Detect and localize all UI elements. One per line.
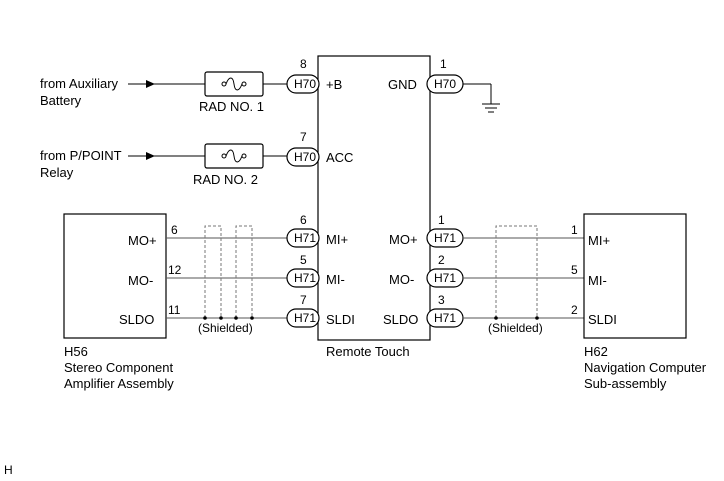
ground-icon [482, 103, 500, 113]
pin-3-sldo-label: 3 [438, 293, 445, 307]
terminal-mi-minus-label: MI- [326, 272, 345, 287]
amp-terminal-mo-minus-label: MO- [128, 273, 153, 288]
terminal-acc-label: ACC [326, 150, 353, 165]
connector-h71-mo-minus-label: H71 [434, 271, 456, 285]
connector-h71-sldi [286, 308, 320, 328]
amp-pin-6-label: 6 [171, 223, 178, 237]
terminal-mi-plus-label: MI+ [326, 232, 348, 247]
right-shield [494, 225, 539, 320]
connector-h71-mi-minus [286, 268, 320, 288]
nav-terminal-mi-minus-label: MI- [588, 273, 607, 288]
fuse-rad-no2 [204, 143, 264, 169]
connector-h70-b [286, 74, 320, 94]
aux-battery-label-line1: from Auxiliary [40, 76, 119, 91]
amp-pin-12-label: 12 [168, 263, 182, 277]
pin-7-sldi-label: 7 [300, 293, 307, 307]
ppoint-relay-label-line1: from P/POINT [40, 148, 122, 163]
ppoint-relay-source: from P/POINT Relay [40, 148, 122, 180]
terminal-sldi-label: SLDI [326, 312, 355, 327]
right-shield-label: (Shielded) [488, 321, 543, 335]
terminal-mo-minus-label: MO- [389, 272, 414, 287]
connector-h71-sldi-label: H71 [294, 311, 316, 325]
connector-h70-acc-label: H70 [294, 150, 316, 164]
connector-h70-b-label: H70 [294, 77, 316, 91]
pin-1-gnd-label: 1 [440, 57, 447, 71]
terminal-mo-plus-label: MO+ [389, 232, 418, 247]
nav-terminal-sldi-label: SLDI [588, 312, 617, 327]
pin-8-label: 8 [300, 57, 307, 71]
fuse2-label: RAD NO. 2 [193, 172, 258, 187]
amp-terminal-sldo-label: SLDO [119, 312, 154, 327]
fuse1-label: RAD NO. 1 [199, 99, 264, 114]
amplifier-box [63, 213, 167, 339]
pin-5-mi-minus-label: 5 [300, 253, 307, 267]
connector-h71-mi-minus-label: H71 [294, 271, 316, 285]
nav-pin-5-label: 5 [571, 263, 578, 277]
amp-pin-11-label: 11 [168, 303, 181, 317]
remote-touch-box [317, 55, 431, 341]
arrow-right-icon [146, 80, 155, 88]
connector-h70-acc [286, 147, 320, 167]
amp-code-label: H56 [64, 344, 88, 359]
nav-name-line1: Navigation Computer [584, 360, 707, 375]
left-shield [203, 225, 254, 320]
nav-code-label: H62 [584, 344, 608, 359]
connector-h71-mi-plus [286, 228, 320, 248]
pin-2-mo-minus-label: 2 [438, 253, 445, 267]
ppoint-relay-label-line2: Relay [40, 165, 74, 180]
nav-computer-box [583, 213, 687, 339]
remote-touch-label: Remote Touch [326, 344, 410, 359]
footer-mark: H [4, 463, 13, 477]
aux-battery-label-line2: Battery [40, 93, 82, 108]
arrow-right-icon [146, 152, 155, 160]
nav-terminal-mi-plus-label: MI+ [588, 233, 610, 248]
left-shield-label: (Shielded) [198, 321, 253, 335]
connector-h71-sldo-label: H71 [434, 311, 456, 325]
connector-h71-mo-plus-label: H71 [434, 231, 456, 245]
pin-6-mi-plus-label: 6 [300, 213, 307, 227]
terminal-sldo-label: SLDO [383, 312, 418, 327]
terminal-gnd-label: GND [388, 77, 417, 92]
connector-h71-mi-plus-label: H71 [294, 231, 316, 245]
pin-7-acc-label: 7 [300, 130, 307, 144]
terminal-b-label: +B [326, 77, 342, 92]
amp-name-line1: Stereo Component [64, 360, 174, 375]
nav-name-line2: Sub-assembly [584, 376, 667, 391]
amp-name-line2: Amplifier Assembly [64, 376, 174, 391]
nav-pin-1-label: 1 [571, 223, 578, 237]
connector-h70-gnd-label: H70 [434, 77, 456, 91]
pin-1-mo-plus-label: 1 [438, 213, 445, 227]
aux-battery-source: from Auxiliary Battery [40, 76, 119, 108]
nav-pin-2-label: 2 [571, 303, 578, 317]
amp-terminal-mo-plus-label: MO+ [128, 233, 157, 248]
fuse-rad-no1 [204, 71, 264, 97]
